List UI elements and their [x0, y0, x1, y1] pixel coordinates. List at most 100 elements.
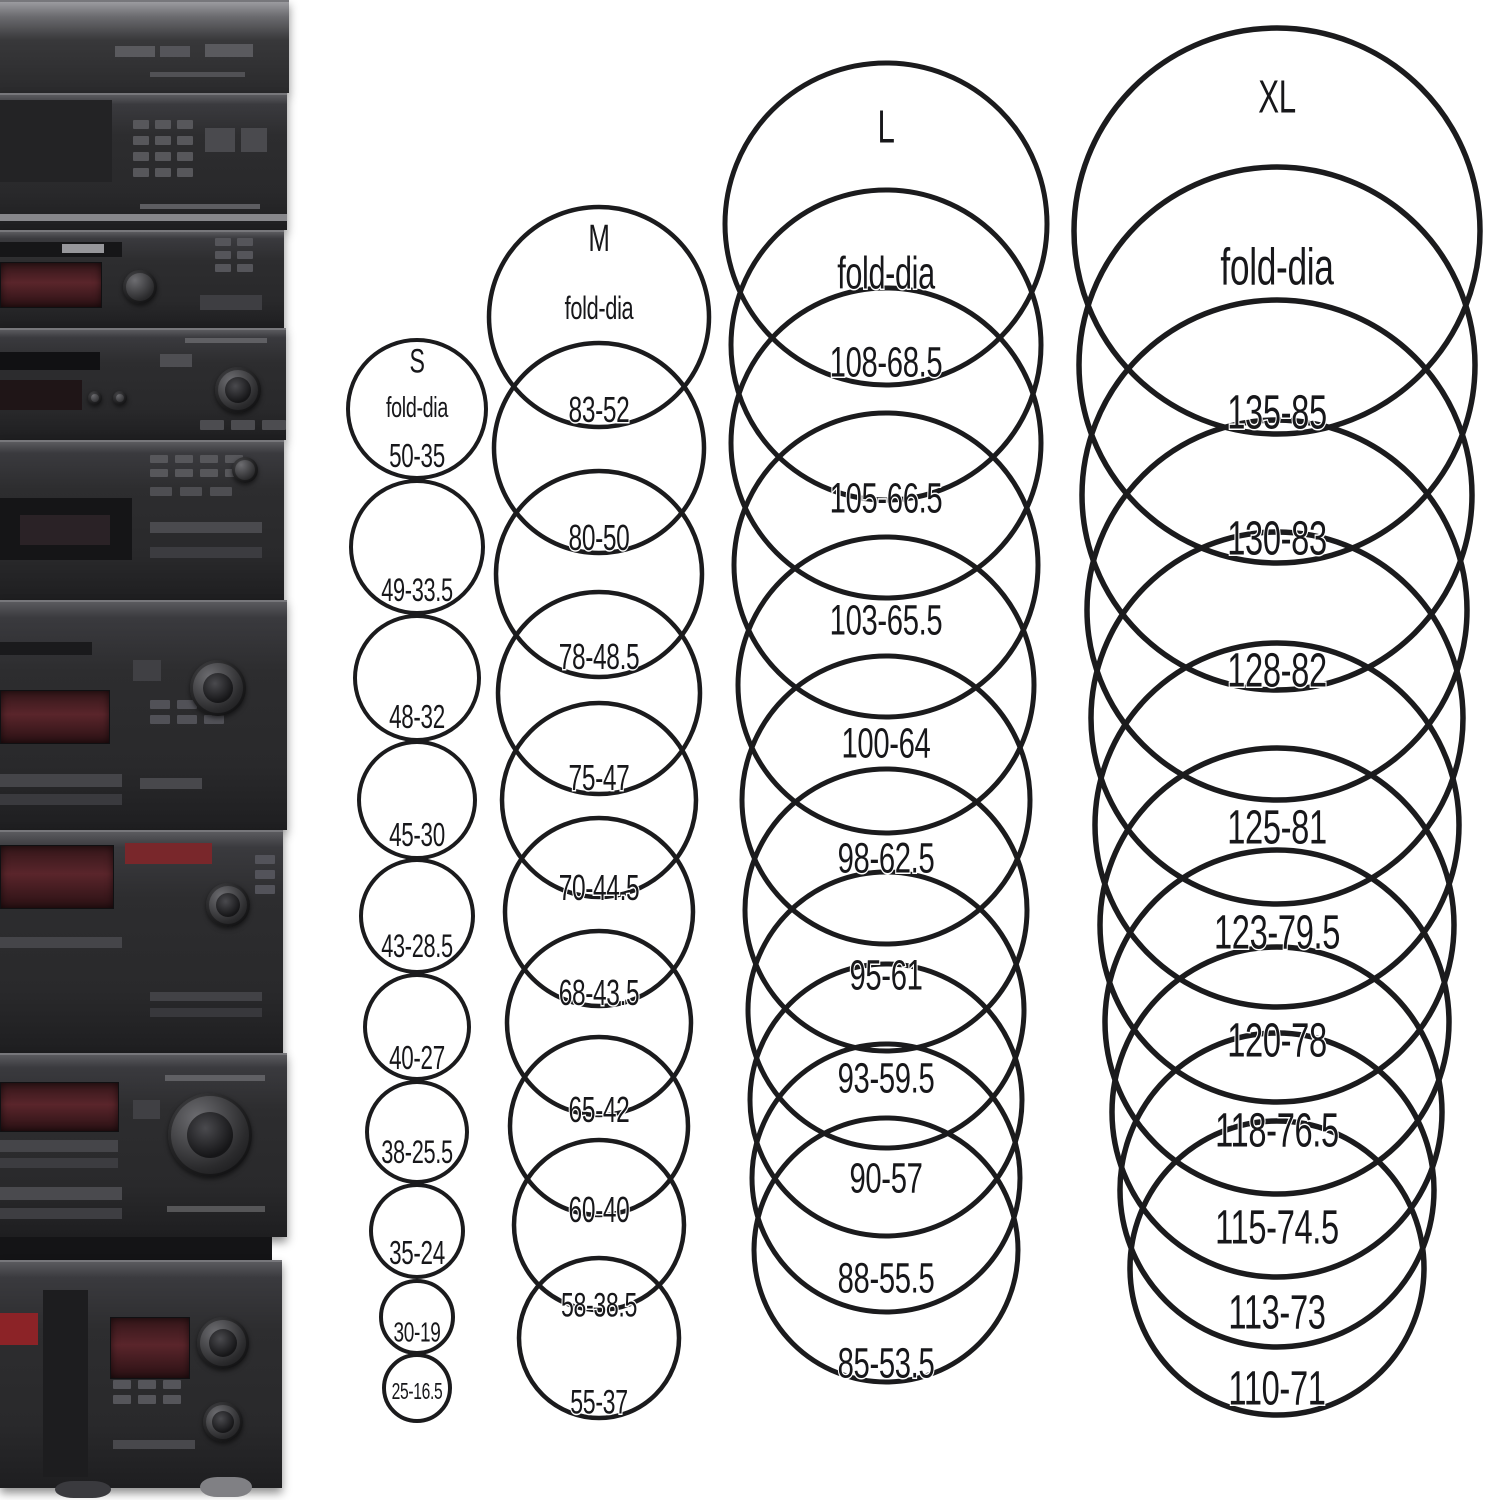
size-circle-m [493, 468, 705, 680]
size-label-l: 105-66.5 [830, 474, 943, 522]
size-circle-l [739, 653, 1033, 947]
size-label-s: 45-30 [389, 816, 445, 853]
size-circle-xl [1084, 417, 1470, 803]
size-circle-l [747, 961, 1025, 1239]
unit-button [215, 264, 231, 272]
size-label-s: 38-25.5 [381, 1134, 453, 1170]
unit-button [150, 715, 170, 724]
size-circle-m [507, 1034, 691, 1218]
unit-knob [113, 391, 127, 405]
panel-detail [0, 774, 122, 787]
panel-detail [150, 992, 262, 1001]
size-circle-s [382, 1353, 452, 1423]
column-header-m: M [588, 217, 609, 259]
panel-detail [113, 1440, 195, 1449]
size-label-xl: 118-76.5 [1215, 1103, 1339, 1157]
size-label-s: 50-35 [389, 437, 445, 474]
unit-button [210, 487, 232, 496]
size-circle-s [365, 1080, 469, 1184]
size-circle-m [516, 1255, 682, 1421]
size-label-m: 60-40 [569, 1189, 630, 1230]
unit-display [0, 1082, 119, 1132]
size-circle-xl [1109, 944, 1445, 1280]
size-label-l: 98-62.5 [838, 834, 935, 882]
size-circle-m [486, 204, 712, 430]
panel-detail [125, 843, 212, 864]
unit-button [150, 469, 168, 477]
size-label-m: 75-47 [569, 757, 630, 798]
unit-knob-center [216, 893, 240, 917]
unit-button [177, 715, 197, 724]
unit-button [177, 700, 197, 709]
fold-dia-label-s: fold-dia [386, 392, 448, 424]
size-circle-l [749, 1041, 1023, 1315]
unit-knob-center [212, 1411, 234, 1433]
size-circle-l [745, 869, 1027, 1151]
size-circle-s [349, 479, 485, 615]
unit-button [175, 469, 193, 477]
unit-button [204, 715, 224, 724]
unit-display [0, 262, 102, 308]
panel-detail [0, 1313, 38, 1345]
size-circle-s [363, 973, 471, 1081]
size-label-l: 93-59.5 [838, 1054, 935, 1102]
size-label-s: 25-16.5 [392, 1379, 443, 1405]
size-label-m: 58-38.5 [561, 1287, 637, 1324]
panel-detail [0, 214, 287, 221]
unit-button [138, 1395, 156, 1404]
unit-button [255, 855, 275, 864]
stereo-stack-gap [0, 1237, 272, 1260]
size-label-s: 49-33.5 [381, 572, 453, 608]
panel-detail [115, 46, 155, 57]
size-circle-l [735, 534, 1037, 836]
size-circle-xl [1117, 1030, 1437, 1350]
unit-knob-center [203, 673, 233, 703]
unit-button [215, 251, 231, 259]
size-circle-l [742, 766, 1030, 1054]
unit-button [150, 455, 168, 463]
panel-detail [133, 1100, 160, 1119]
unit-button [163, 1395, 181, 1404]
size-circle-xl [1092, 640, 1462, 1010]
unit-button [177, 136, 193, 145]
size-label-s: 48-32 [389, 698, 445, 735]
size-label-xl: 128-82 [1227, 643, 1327, 697]
size-label-m: 83-52 [569, 389, 630, 430]
unit-button [113, 1395, 131, 1404]
unit-knob [232, 457, 258, 483]
size-circle-l [728, 187, 1044, 503]
unit-button [237, 264, 253, 272]
size-label-l: 95-61 [849, 951, 922, 999]
unit-button [155, 136, 171, 145]
panel-detail [140, 204, 260, 209]
panel-detail [20, 515, 110, 545]
panel-detail [160, 354, 192, 367]
panel-detail [55, 1481, 111, 1498]
size-circle-m [495, 589, 703, 797]
size-circle-m [499, 700, 699, 900]
unit-button [177, 152, 193, 161]
panel-detail [150, 1008, 262, 1017]
fold-dia-label-m: fold-dia [565, 290, 635, 326]
size-label-s: 40-27 [389, 1039, 445, 1076]
unit-button [138, 1380, 156, 1389]
size-label-l: 90-57 [849, 1154, 922, 1202]
unit-button [177, 120, 193, 129]
unit-knob-center [225, 377, 251, 403]
unit-knob [88, 391, 102, 405]
size-circle-s [346, 338, 488, 480]
panel-detail [62, 244, 104, 253]
unit-button [155, 120, 171, 129]
size-circle-m [502, 815, 696, 1009]
size-label-s: 30-19 [394, 1317, 441, 1349]
size-circle-l [731, 410, 1041, 720]
panel-detail [43, 1290, 88, 1477]
panel-detail [140, 778, 202, 789]
size-label-m: 55-37 [570, 1384, 627, 1421]
size-circle-xl [1071, 25, 1483, 437]
unit-button [255, 870, 275, 879]
unit-button [177, 168, 193, 177]
unit-display [0, 690, 110, 744]
